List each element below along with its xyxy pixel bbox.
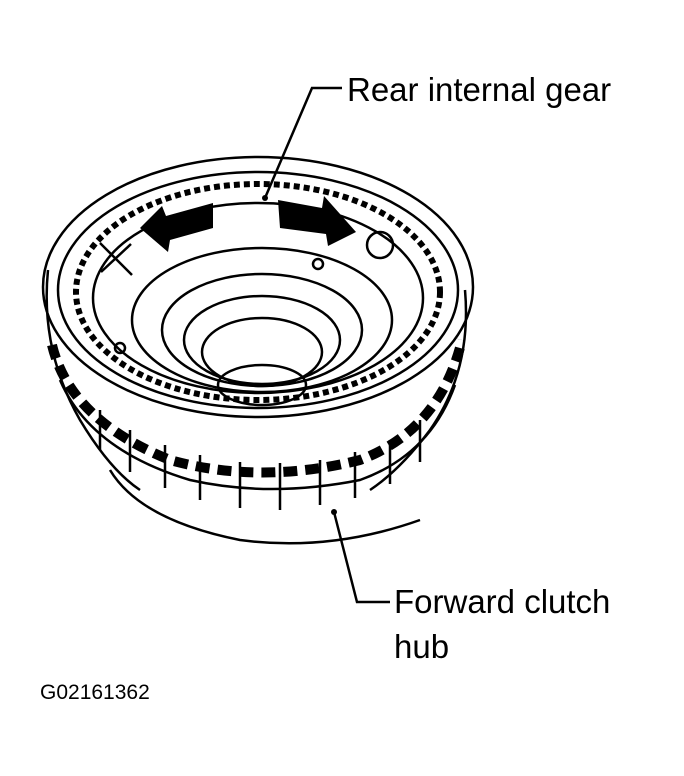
forward-clutch-hub-label-line2: hub [394, 627, 450, 665]
outer-spline-band [47, 338, 467, 478]
arrow-left-icon [140, 203, 213, 252]
outer-ring-rim-inner [56, 170, 460, 410]
inner-ring-2 [160, 272, 364, 388]
outer-spline-band-lower [58, 379, 457, 491]
x-mark-icon [99, 242, 133, 276]
spline-lines [98, 410, 422, 510]
inner-ring-1 [130, 246, 394, 394]
hole-right [365, 230, 395, 260]
arrow-right-icon [278, 196, 356, 246]
forward-clutch-hub-label-line1: Forward clutch [394, 583, 611, 620]
inner-ring-4 [200, 316, 324, 388]
hole-center [311, 257, 325, 271]
figure-code: G02161362 [40, 681, 150, 704]
inner-ring-3 [182, 294, 342, 386]
center-bore [216, 363, 308, 407]
internal-gear-teeth-ring [73, 181, 443, 403]
rear-internal-gear-label: Rear internal gear [347, 71, 612, 108]
rear-gear-leader [263, 86, 342, 199]
hole-left [113, 341, 127, 355]
forward-hub-leader [332, 511, 390, 604]
forward-clutch-hub-label: Forward clutch hub [394, 580, 610, 669]
rear-gear-leader-dot [262, 195, 268, 201]
hub-base [108, 469, 421, 545]
outer-ring-rim [41, 155, 475, 419]
forward-hub-leader-dot [331, 509, 337, 515]
